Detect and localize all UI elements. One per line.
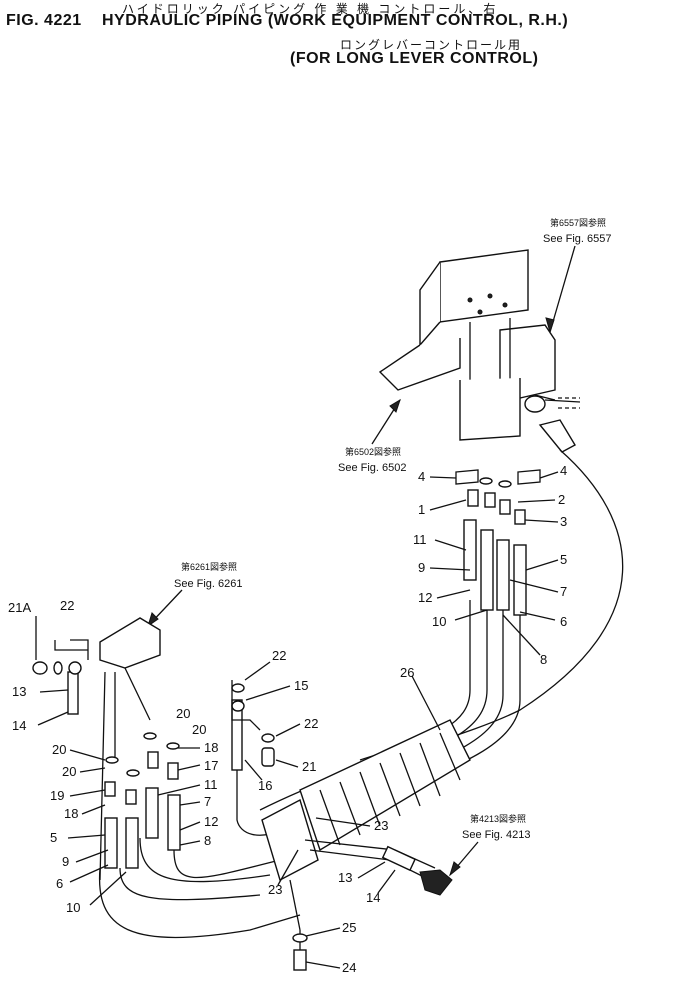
callout-23-right: 23 [374, 818, 388, 833]
title-japanese: ハイドロリック パイピング 作 業 機 コントロール、右 [122, 2, 499, 16]
ref-jp-4213: 第4213図参照 [470, 813, 526, 824]
callout-4-left: 4 [418, 469, 425, 484]
callout-16: 16 [258, 778, 272, 793]
callout-8-left: 8 [204, 833, 211, 848]
callout-21a: 21A [8, 600, 31, 615]
callout-12-right: 12 [418, 590, 432, 605]
callout-7-left: 7 [204, 794, 211, 809]
callout-18-right: 18 [204, 740, 218, 755]
callout-23-left: 23 [268, 882, 282, 897]
callout-8-right: 8 [540, 652, 547, 667]
callout-20-c: 20 [176, 706, 190, 721]
ref-jp-6557: 第6557図参照 [550, 217, 606, 228]
callout-14-bottom: 14 [366, 890, 380, 905]
callout-26: 26 [400, 665, 414, 680]
callout-13-bottom: 13 [338, 870, 352, 885]
callout-9-right: 9 [418, 560, 425, 575]
callout-1: 1 [418, 502, 425, 517]
callout-11-right: 11 [413, 532, 427, 547]
reference-fig-6557: 第6557図参照 See Fig. 6557 [543, 217, 612, 334]
subtitle-japanese: ロングレバーコントロール用 [340, 38, 523, 52]
callout-22-lower: 22 [304, 716, 318, 731]
ref-jp-6502: 第6502図参照 [345, 446, 401, 457]
figure-number: FIG. 4221 [6, 12, 82, 29]
callout-5-left: 5 [50, 830, 57, 845]
callout-22-upper: 22 [272, 648, 286, 663]
callout-24: 24 [342, 960, 356, 975]
reference-fig-4213: 第4213図参照 See Fig. 4213 [449, 813, 531, 877]
callout-11-left: 11 [204, 777, 218, 792]
callout-14-left: 14 [12, 718, 26, 733]
callout-20-a: 20 [52, 742, 66, 757]
reference-fig-6502: 第6502図参照 See Fig. 6502 [338, 398, 407, 474]
left-hose-group [32, 617, 301, 939]
callout-13-left: 13 [12, 684, 26, 699]
callout-25: 25 [342, 920, 356, 935]
ref-en-6261: See Fig. 6261 [174, 578, 243, 590]
callout-3: 3 [560, 514, 567, 529]
title-english: HYDRAULIC PIPING (WORK EQUIPMENT CONTROL… [102, 12, 569, 29]
callout-9-left: 9 [62, 854, 69, 869]
callout-4-right: 4 [560, 463, 567, 478]
callout-10-right: 10 [432, 614, 446, 629]
callout-5-right: 5 [560, 552, 567, 567]
callout-6-right: 6 [560, 614, 567, 629]
callout-18-left: 18 [64, 806, 78, 821]
callout-20-d: 20 [192, 722, 206, 737]
callout-19: 19 [50, 788, 64, 803]
ref-jp-6261: 第6261図参照 [181, 561, 237, 572]
callout-21: 21 [302, 759, 316, 774]
leader-lines [35, 471, 559, 969]
subtitle-english: (FOR LONG LEVER CONTROL) [290, 50, 539, 67]
callout-2: 2 [558, 492, 565, 507]
reference-fig-6261: 第6261図参照 See Fig. 6261 [147, 561, 243, 628]
callout-17: 17 [204, 758, 218, 773]
ref-en-6557: See Fig. 6557 [543, 233, 612, 245]
control-valve-assembly [378, 249, 581, 453]
ref-en-6502: See Fig. 6502 [338, 462, 407, 474]
ref-en-4213: See Fig. 4213 [462, 829, 531, 841]
callout-12-left: 12 [204, 814, 218, 829]
callout-7-right: 7 [560, 584, 567, 599]
callout-10-left: 10 [66, 900, 80, 915]
callout-numbers: 4 4 1 2 3 11 5 9 7 12 6 10 8 26 21A 22 1… [8, 463, 567, 975]
callout-6-left: 6 [56, 876, 63, 891]
callout-15: 15 [294, 678, 308, 693]
callout-20-b: 20 [62, 764, 76, 779]
spiral-protector [261, 719, 471, 971]
callout-22-left: 22 [60, 598, 74, 613]
